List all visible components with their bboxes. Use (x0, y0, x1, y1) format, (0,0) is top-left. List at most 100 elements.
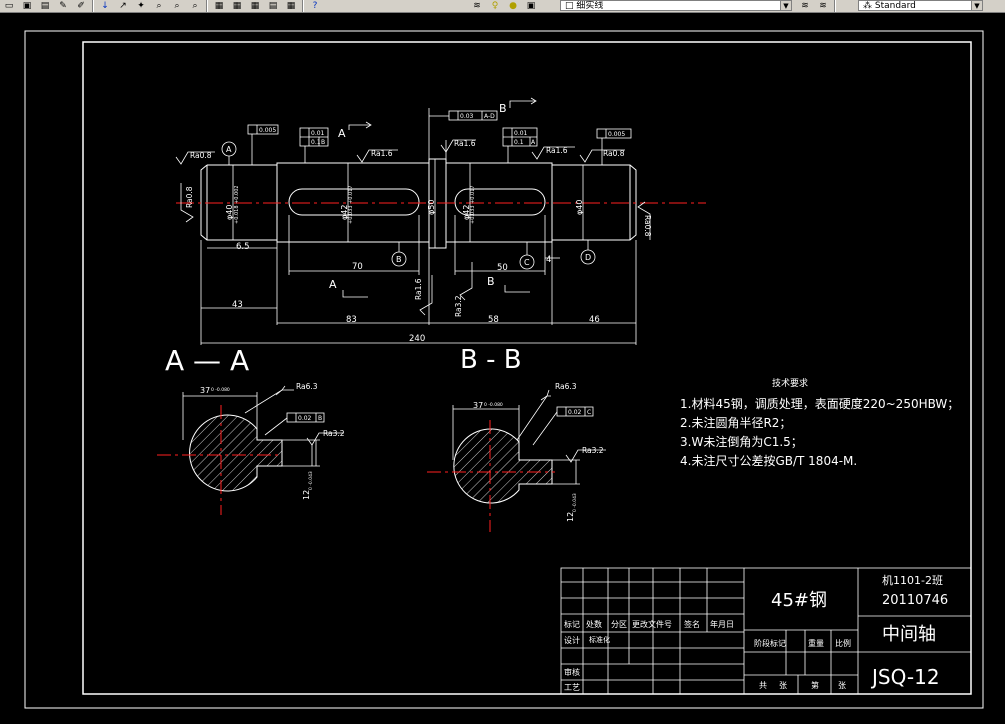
dim-4: 4 (546, 255, 551, 265)
sec1-tol: 0.02 (298, 415, 312, 422)
section-mark-a-top: A (338, 127, 346, 140)
ra-label-3: Ra1.6 (371, 149, 393, 158)
redo-icon[interactable]: ↗ (119, 0, 127, 11)
layer-previous-icon[interactable]: ≋ (819, 0, 827, 11)
chevron-down-icon[interactable]: ▼ (971, 1, 982, 10)
zoom-window-icon[interactable]: ⌕ (174, 0, 180, 11)
help-icon[interactable]: ? (312, 0, 318, 11)
tb-h-doc: 更改文件号 (632, 619, 672, 629)
save-icon[interactable]: ▣ (22, 0, 32, 11)
design-center-icon[interactable]: ▦ (232, 0, 242, 11)
title-block-grid (560, 567, 972, 695)
ra-label-2: Ra0.8 (185, 186, 194, 208)
tech-req-title: 技术要求 (772, 377, 808, 389)
tol-4a: 0.01 (514, 130, 528, 137)
left-keyway (288, 188, 420, 216)
tb-scale: 比例 (835, 638, 851, 648)
tolerance-frames (247, 110, 632, 165)
sec1-width-tol: 0 -0.080 (211, 387, 230, 393)
tol-4c: A (531, 139, 536, 146)
dimension-lines (200, 108, 637, 345)
tb-weight: 重量 (808, 638, 824, 648)
standard-toolbar: ▭ ▣ ▤ ✎ ✐ ↓ ↗ ✦ ⌕ ⌕ ⌕ ▦ ▦ ▦ ▤ ▦ ? (0, 0, 324, 12)
make-current-icon[interactable]: ≋ (801, 0, 809, 11)
roughness-symbols (175, 139, 651, 316)
section-mark-a-bottom: A (329, 278, 337, 291)
tb-drawing-no: JSQ-12 (870, 665, 940, 689)
datum-labels: A B C D (226, 145, 591, 267)
ra-label-1: Ra0.8 (190, 151, 212, 160)
tb-h-date: 年月日 (710, 619, 734, 629)
sec1-width: 37 (200, 386, 210, 395)
tb-part-name: 中间轴 (882, 624, 936, 645)
pan-icon[interactable]: ✎ (59, 0, 67, 11)
sec2-tol: 0.02 (568, 409, 582, 416)
calc-icon[interactable]: ▦ (286, 0, 296, 11)
drawing-canvas[interactable]: 6.5 70 50 4 43 83 58 46 240 φ40 +0.018 +… (0, 12, 1005, 724)
print-icon[interactable]: ▤ (40, 0, 50, 11)
tb-student-id: 20110746 (882, 593, 948, 608)
sec1-tol-b: B (318, 415, 322, 422)
tb-review: 审核 (564, 667, 580, 677)
properties-icon[interactable]: ▦ (214, 0, 224, 11)
layer-name: 细实线 (576, 1, 604, 11)
tol-2c: B (321, 139, 325, 146)
dia-collar: φ50 (427, 200, 436, 215)
ra-label-9: Ra3.2 (454, 295, 463, 317)
tb-design: 设计 (564, 635, 580, 645)
sec1-ra32: Ra3.2 (323, 429, 345, 438)
text-style-select[interactable]: ⁂ Standard ▼ (858, 0, 983, 11)
section-mark-b-bottom: B (487, 275, 495, 288)
ra-label-5: Ra1.6 (546, 146, 568, 155)
text-style-icon: ⁂ (863, 1, 875, 11)
tool-palettes-icon[interactable]: ▦ (250, 0, 260, 11)
dia-left-journal-tol: +0.018 +0.002 (234, 185, 240, 224)
toolbar: ▭ ▣ ▤ ✎ ✐ ↓ ↗ ✦ ⌕ ⌕ ⌕ ▦ ▦ ▦ ▤ ▦ ? ≋ ♀ ● … (0, 0, 1005, 13)
layer-extra-toolbar: ≋ ≋ (796, 0, 838, 12)
match-properties-icon[interactable]: ✐ (77, 0, 85, 11)
dia-left-journal: φ40 (225, 205, 234, 220)
chevron-down-icon[interactable]: ▼ (780, 1, 791, 10)
layers-toolbar: ≋ ♀ ● ▣ (468, 0, 540, 12)
layer-lock-icon[interactable]: ▣ (526, 0, 536, 11)
tb-h-sign: 签名 (684, 619, 700, 629)
sec1-ra63: Ra6.3 (296, 382, 318, 391)
datum-a: A (226, 145, 232, 154)
inner-frame (82, 41, 972, 695)
dim-46: 46 (589, 315, 600, 325)
sec2-ra32: Ra3.2 (582, 446, 604, 455)
layer-bulb-icon[interactable]: ♀ (491, 0, 499, 11)
datum-b: B (396, 255, 402, 264)
datum-symbols (221, 141, 596, 270)
datum-c: C (524, 258, 530, 267)
sec1-keydepth-tol: 0 -0.043 (308, 471, 314, 490)
sec1-keydepth: 12 (302, 490, 311, 500)
tb-sheet: 张 (779, 681, 787, 690)
zoom-previous-icon[interactable]: ⌕ (192, 0, 198, 11)
section-aa-view: 37 0 -0.080 Ra6.3 0.02 B Ra3.2 12 0 -0.0… (157, 382, 345, 515)
zoom-icon[interactable]: ⌕ (156, 0, 162, 11)
tech-req-line-2: 2.未注圆角半径R2； (680, 415, 791, 430)
dim-50: 50 (497, 263, 508, 273)
layer-manager-icon[interactable]: ≋ (473, 0, 481, 11)
tb-h-zone: 分区 (611, 620, 627, 629)
markup-icon[interactable]: ▤ (268, 0, 278, 11)
zoom-realtime-icon[interactable]: ✦ (137, 0, 145, 11)
tb-h-count: 处数 (586, 619, 602, 629)
dim-43: 43 (232, 300, 243, 310)
dia-right-keyway: φ42 (462, 205, 471, 220)
open-icon[interactable]: ▭ (4, 0, 14, 11)
right-keyway (454, 188, 546, 216)
tol-2b: 0.1 (311, 139, 321, 146)
sec2-ra63: Ra6.3 (555, 382, 577, 391)
dia-left-keyway: φ42 (340, 205, 349, 220)
layer-freeze-icon[interactable]: ● (509, 0, 517, 11)
tb-total: 共 (759, 681, 767, 690)
roughness-labels: Ra0.8 Ra0.8 Ra1.6 Ra1.6 Ra1.6 Ra0.8 Ra0.… (185, 139, 652, 317)
tb-sheet-2: 张 (838, 681, 846, 690)
undo-icon[interactable]: ↓ (101, 0, 109, 11)
section-title-aa: A — A (165, 344, 249, 377)
layer-select[interactable]: □ 细实线 ▼ (560, 0, 792, 11)
dim-240: 240 (409, 334, 425, 344)
section-marker-labels: A B A B (329, 102, 507, 291)
